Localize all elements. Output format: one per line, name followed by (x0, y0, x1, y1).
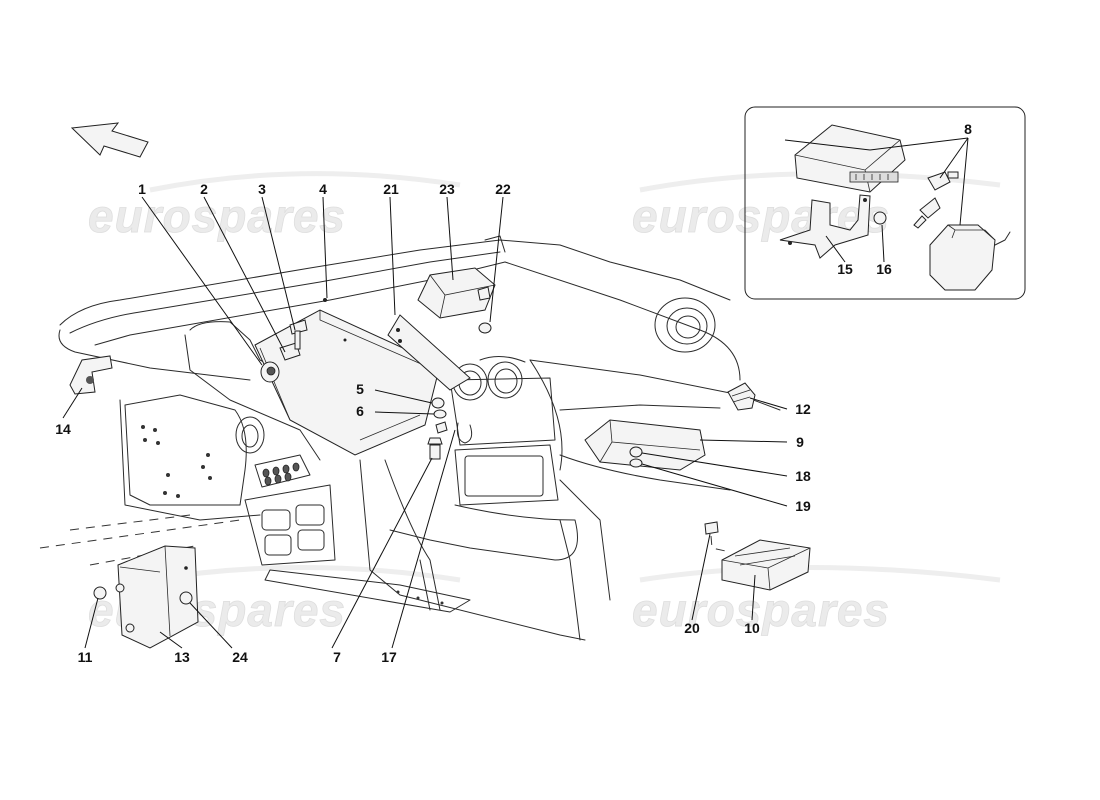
part-clip-17 (435, 421, 473, 444)
callout-11: 11 (78, 649, 93, 665)
part-22-nut (478, 322, 492, 334)
part-7-stud (427, 437, 443, 460)
watermark-bottom-right: eurospares (632, 584, 890, 636)
part-3-screw (289, 319, 308, 350)
leader-lines (62, 137, 969, 649)
callout-24: 24 (232, 649, 248, 665)
part-19-washer (629, 458, 643, 468)
watermark-top-right: eurospares (632, 190, 890, 242)
callout-1: 1 (138, 181, 146, 197)
part-9-unit (584, 419, 706, 471)
dashboard-drawing (39, 235, 781, 641)
watermarks: eurospares eurospares eurospares eurospa… (88, 171, 1001, 636)
callout-9: 9 (796, 434, 804, 450)
right-vent (654, 297, 716, 353)
callout-20: 20 (684, 620, 700, 636)
callout-14: 14 (55, 421, 71, 437)
part-5-nut (431, 397, 445, 409)
part-11-nut (93, 583, 135, 633)
callout-21: 21 (383, 181, 399, 197)
inset-panel (744, 106, 1026, 300)
callout-13: 13 (174, 649, 190, 665)
part-10-module (721, 539, 811, 591)
part-14-bracket (69, 355, 113, 395)
callout-16: 16 (876, 261, 892, 277)
part-20-spacer (704, 521, 731, 553)
callout-17: 17 (381, 649, 397, 665)
panel-bolts (141, 425, 212, 498)
callout-19: 19 (795, 498, 811, 514)
part-18-nut (629, 446, 643, 458)
callout-4: 4 (319, 181, 327, 197)
callout-22: 22 (495, 181, 511, 197)
callout-12: 12 (795, 401, 811, 417)
direction-arrow-icon (70, 122, 149, 158)
callout-5: 5 (356, 381, 364, 397)
part-21-plate (387, 314, 471, 391)
callout-15: 15 (837, 261, 853, 277)
callout-10: 10 (744, 620, 760, 636)
watermark-top-left: eurospares (88, 190, 346, 242)
callout-2: 2 (200, 181, 208, 197)
callout-3: 3 (258, 181, 266, 197)
callout-labels: 1 2 3 4 21 23 22 8 15 16 5 6 14 12 9 18 … (55, 121, 972, 665)
part-6-washer (433, 409, 447, 419)
callout-23: 23 (439, 181, 455, 197)
part-23-control-unit (417, 267, 496, 319)
part-1-knob (260, 361, 280, 383)
callout-18: 18 (795, 468, 811, 484)
part-12-sensor (727, 382, 756, 411)
switch-cluster (262, 462, 300, 486)
callout-7: 7 (333, 649, 341, 665)
callout-8: 8 (964, 121, 972, 137)
part-24-nut (179, 591, 193, 605)
callout-6: 6 (356, 403, 364, 419)
